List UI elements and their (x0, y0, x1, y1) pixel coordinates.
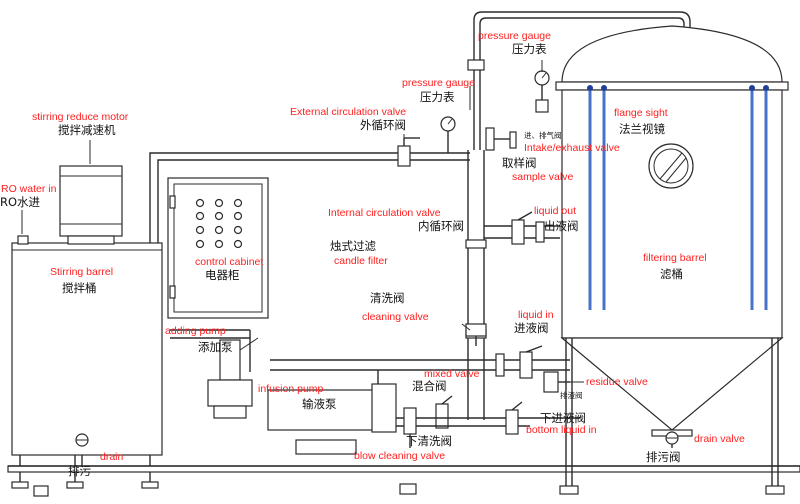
leader-lines (21, 60, 584, 383)
drain-valve-right (665, 431, 679, 445)
residue-valve (543, 371, 570, 393)
bottom-liquid-in-label-zh: 下进液阀 (540, 411, 586, 425)
bottom-liquid-in-label-en: bottom liquid in (526, 424, 597, 436)
ro-water-in-label-en: RO water in (1, 183, 57, 195)
control-cabinet-label-zh: 电器柜 (205, 268, 240, 282)
pressure-gauge-mid (440, 116, 456, 153)
liquid-out-label-zh: 出液阀 (544, 219, 579, 233)
mixed-valve-label-en: mixed valve (424, 368, 480, 380)
external-circulation-valve-label-en: External circulation valve (290, 106, 407, 118)
pressure-gauge-mid-label-en: pressure gauge (402, 77, 475, 89)
filtering-barrel (555, 25, 789, 448)
external-circulation-valve-label-zh: 外循环阀 (360, 118, 406, 132)
pressure-gauge-top-label-en: pressure gauge (478, 30, 551, 42)
mixed-valve-label-zh: 混合阀 (412, 379, 447, 393)
drain-valve-label-en: drain valve (694, 433, 745, 445)
liquid-in-label-en: liquid in (518, 309, 554, 321)
sample-valve-label-zh: 取样阀 (502, 156, 537, 170)
drain-valve-label-zh: 排污阀 (646, 450, 681, 464)
candle-filter-label-zh: 烛式过滤 (330, 239, 376, 253)
flange-sight-label-zh: 法兰视镜 (619, 122, 665, 136)
stirring-reduce-motor (59, 165, 123, 245)
pressure-gauge-mid-label-zh: 压力表 (420, 90, 455, 104)
stirring-barrel-label-zh: 搅拌桶 (62, 281, 97, 295)
filtering-barrel-label-zh: 滤桶 (660, 267, 683, 281)
adding-pump (170, 329, 253, 419)
skid-frame (7, 465, 800, 473)
cleaning-valve-label-zh: 清洗阀 (370, 291, 405, 305)
cleaning-valve-label-en: cleaning valve (362, 311, 429, 323)
cleaning-valve (465, 323, 487, 346)
stirring-barrel (11, 235, 163, 456)
flange-sight-glass (648, 143, 694, 189)
external-circulation-pipe (149, 11, 691, 243)
stirring-reduce-motor-label-en: stirring reduce motor (32, 111, 129, 123)
drain-left-label-en: drain (100, 451, 124, 463)
flange-sight-label-en: flange sight (614, 107, 668, 119)
intake-exhaust-valve-label-en: Intake/exhaust valve (524, 142, 620, 154)
pressure-gauge-top-label-zh: 压力表 (512, 42, 547, 56)
residue-valve-label-zh: 排渣阀 (560, 391, 583, 400)
stirring-reduce-motor-label-zh: 搅拌减速机 (58, 123, 116, 137)
blow-cleaning-valve-label-zh: 下清洗阀 (406, 434, 452, 448)
ro-water-in-label-zh: RO水进 (0, 195, 41, 209)
stirring-barrel-label-en: Stirring barrel (50, 266, 114, 278)
internal-circulation-valve-label-en: Internal circulation valve (328, 207, 441, 219)
filtering-barrel-label-en: filtering barrel (643, 252, 707, 264)
filter-candles (587, 85, 769, 310)
external-circulation-valve (397, 137, 420, 167)
sample-valve-label-en: sample valve (512, 171, 574, 183)
infusion-pump-label-en: infusion pump (258, 383, 324, 395)
control-cabinet (167, 177, 269, 319)
liquid-in-label-zh: 进液阀 (514, 321, 549, 335)
liquid-out-label-en: liquid out (534, 205, 577, 217)
intake-exhaust-valve-label-zh: 进、排气阀 (524, 131, 562, 140)
drain-left-valve (75, 433, 89, 470)
liquid-out-line (484, 211, 560, 245)
mixed-valve (435, 395, 453, 429)
control-buttons (195, 198, 243, 249)
candle-filter-label-en: candle filter (334, 255, 388, 267)
liquid-in-line (270, 345, 570, 379)
control-cabinet-label-en: control cabinet (195, 256, 264, 268)
top-valve-fittings (467, 59, 517, 151)
blow-cleaning-valve-label-en: blow cleaning valve (354, 450, 446, 462)
internal-circulation-valve-label-zh: 内循环阀 (418, 219, 464, 233)
filtering-barrel-legs (399, 338, 785, 495)
adding-pump-label-en: adding pump (165, 325, 226, 337)
infusion-pump-label-zh: 输液泵 (302, 397, 337, 411)
adding-pump-label-zh: 添加泵 (198, 340, 233, 354)
drain-left-label-zh: 排污 (68, 464, 91, 478)
pressure-gauge-top (534, 70, 550, 113)
infusion-pump (267, 370, 397, 455)
residue-valve-label-en: residue valve (586, 376, 648, 388)
